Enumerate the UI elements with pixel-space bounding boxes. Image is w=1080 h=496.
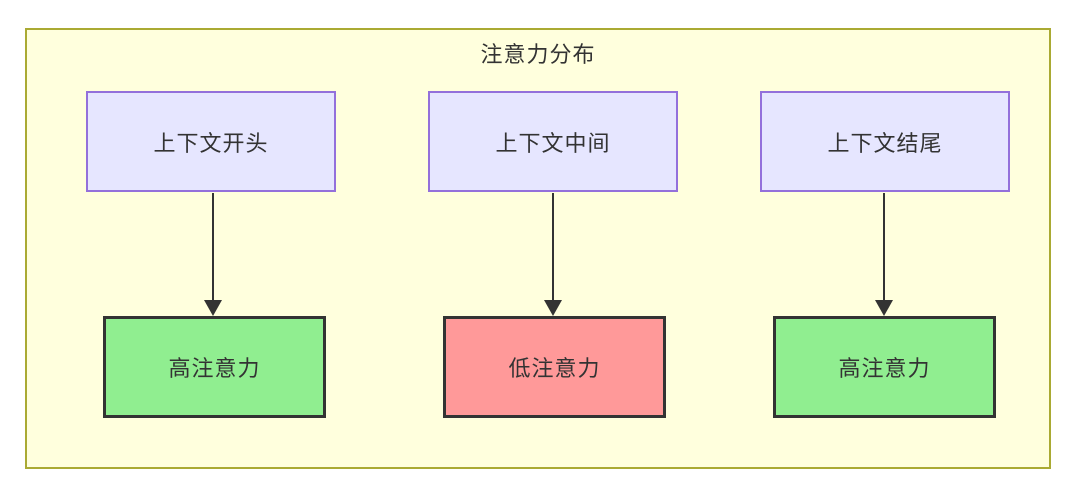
node-context-start[interactable]: 上下文开头 <box>86 91 336 192</box>
node-attention-low-middle[interactable]: 低注意力 <box>443 316 666 418</box>
node-context-middle[interactable]: 上下文中间 <box>428 91 678 192</box>
node-context-end[interactable]: 上下文结尾 <box>760 91 1010 192</box>
subgraph-title: 注意力分布 <box>480 42 596 67</box>
node-attention-high-start[interactable]: 高注意力 <box>103 316 326 418</box>
node-attention-high-end[interactable]: 高注意力 <box>773 316 996 418</box>
